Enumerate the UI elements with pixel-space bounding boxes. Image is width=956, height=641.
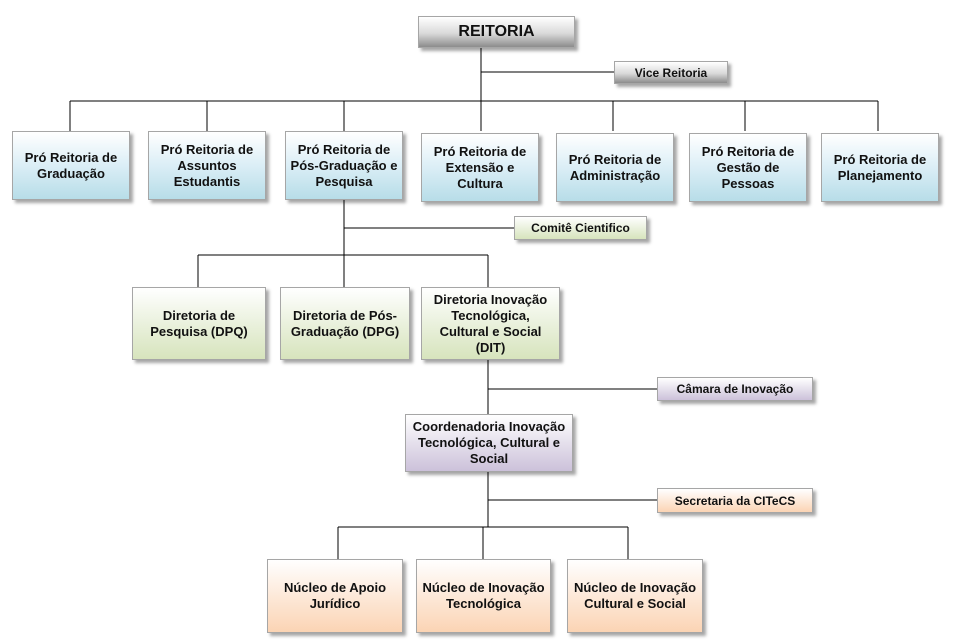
pro-reitoria-pos-graduacao-label: Pró Reitoria de Pós-Graduação e Pesquisa xyxy=(290,141,398,189)
secretaria-citecs-label: Secretaria da CITeCS xyxy=(674,493,796,508)
pro-reitoria-graduacao-box: Pró Reitoria de Graduação xyxy=(12,131,130,200)
secretaria-citecs-box: Secretaria da CITeCS xyxy=(657,488,813,513)
diretoria-pesquisa-box: Diretoria de Pesquisa (DPQ) xyxy=(132,287,266,360)
pro-reitoria-pos-graduacao-box: Pró Reitoria de Pós-Graduação e Pesquisa xyxy=(285,131,403,200)
nucleo-inovacao-cultural-box: Núcleo de Inovação Cultural e Social xyxy=(567,559,703,633)
reitoria-label: REITORIA xyxy=(458,23,535,40)
pro-reitoria-planejamento-box: Pró Reitoria de Planejamento xyxy=(821,133,939,202)
pro-reitoria-extensao-box: Pró Reitoria de Extensão e Cultura xyxy=(421,133,539,202)
diretoria-pos-graduacao-label: Diretoria de Pós-Graduação (DPG) xyxy=(290,307,400,339)
coordenadoria-box: Coordenadoria Inovação Tecnológica, Cult… xyxy=(405,414,573,472)
pro-reitoria-administracao-box: Pró Reitoria de Administração xyxy=(556,133,674,202)
coordenadoria-label: Coordenadoria Inovação Tecnológica, Cult… xyxy=(412,419,566,466)
nucleo-inovacao-tecnologica-box: Núcleo de Inovação Tecnológica xyxy=(416,559,551,633)
camara-inovacao-label: Câmara de Inovação xyxy=(676,382,794,396)
pro-reitoria-assuntos-estudantis-label: Pró Reitoria de Assuntos Estudantis xyxy=(160,141,254,189)
pro-reitoria-planejamento-label: Pró Reitoria de Planejamento xyxy=(833,151,927,183)
reitoria-box: REITORIA xyxy=(418,16,575,48)
pro-reitoria-gestao-pessoas-box: Pró Reitoria de Gestão de Pessoas xyxy=(689,133,807,202)
nucleo-apoio-juridico-label: Núcleo de Apoio Jurídico xyxy=(283,580,387,611)
diretoria-pos-graduacao-box: Diretoria de Pós-Graduação (DPG) xyxy=(280,287,410,360)
diretoria-pesquisa-label: Diretoria de Pesquisa (DPQ) xyxy=(150,307,248,339)
nucleo-apoio-juridico-box: Núcleo de Apoio Jurídico xyxy=(267,559,403,633)
pro-reitoria-assuntos-estudantis-box: Pró Reitoria de Assuntos Estudantis xyxy=(148,131,266,200)
vice-reitoria-box: Vice Reitoria xyxy=(614,61,728,84)
camara-inovacao-box: Câmara de Inovação xyxy=(657,377,813,401)
diretoria-inovacao-label: Diretoria Inovação Tecnológica, Cultural… xyxy=(433,291,548,355)
diretoria-inovacao-box: Diretoria Inovação Tecnológica, Cultural… xyxy=(421,287,560,360)
comite-cientifico-label: Comitê Cientifico xyxy=(531,221,630,235)
pro-reitoria-graduacao-label: Pró Reitoria de Graduação xyxy=(24,149,118,181)
pro-reitoria-administracao-label: Pró Reitoria de Administração xyxy=(568,151,662,183)
nucleo-inovacao-cultural-label: Núcleo de Inovação Cultural e Social xyxy=(573,580,697,611)
pro-reitoria-extensao-label: Pró Reitoria de Extensão e Cultura xyxy=(433,143,527,191)
nucleo-inovacao-tecnologica-label: Núcleo de Inovação Tecnológica xyxy=(422,580,545,611)
pro-reitoria-gestao-pessoas-label: Pró Reitoria de Gestão de Pessoas xyxy=(701,143,795,191)
vice-reitoria-label: Vice Reitoria xyxy=(634,65,708,80)
comite-cientifico-box: Comitê Cientifico xyxy=(514,216,647,240)
